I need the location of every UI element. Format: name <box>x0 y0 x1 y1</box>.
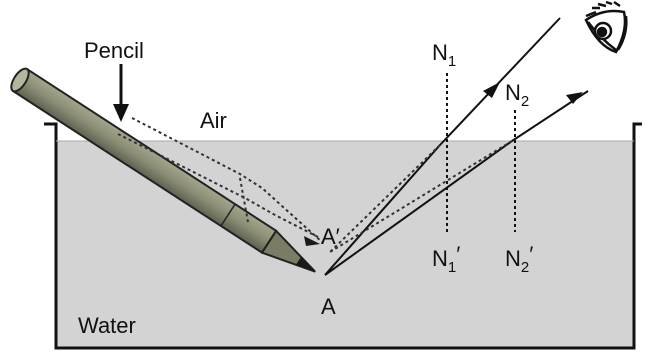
image-a-prime-label: A′ <box>321 224 340 249</box>
normal-lines <box>446 73 516 232</box>
eye-icon <box>584 0 628 54</box>
normal-n2-label: N2 <box>505 80 529 110</box>
ray-arrow-2 <box>566 92 583 104</box>
normal-n1-prime-label: N1′ <box>432 242 460 276</box>
water-label: Water <box>78 313 136 338</box>
beaker-outline <box>44 122 642 350</box>
pencil <box>10 67 316 273</box>
apparent-pencil-image <box>117 117 323 243</box>
normal-n1-label: N1 <box>432 40 456 70</box>
point-a-label: A <box>321 294 336 319</box>
apparent-rays <box>329 140 513 253</box>
apparent-pencil-tip <box>304 236 320 246</box>
down-arrow-icon <box>113 64 129 122</box>
pencil-label: Pencil <box>84 38 144 63</box>
air-label: Air <box>200 108 227 133</box>
normal-n2-prime-label: N2′ <box>505 242 533 276</box>
ray-arrow-1 <box>483 82 500 98</box>
